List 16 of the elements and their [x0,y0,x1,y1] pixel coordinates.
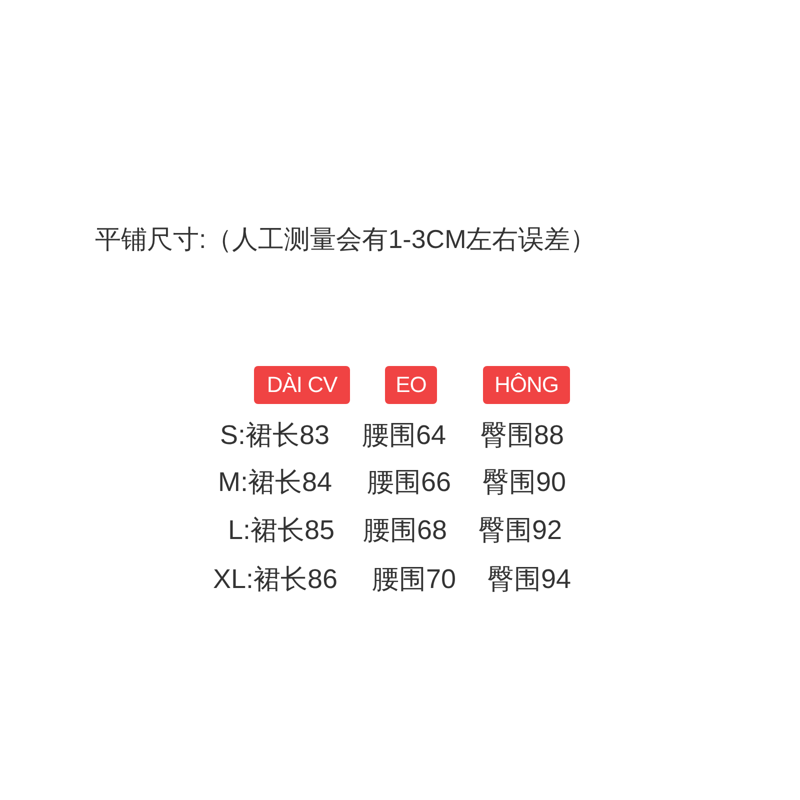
size-measurement: L:裙长85 [228,514,335,546]
size-measurement: 腰围64 [362,419,446,451]
size-measurement: S:裙长83 [220,419,330,451]
size-measurement: 腰围66 [367,466,452,498]
heading: 平铺尺寸:（人工测量会有1-3CM左右误差） [95,223,596,256]
column-tag: EO [385,366,437,404]
size-measurement: 臀围94 [487,563,572,595]
column-tag: DÀI CV [254,366,350,404]
size-measurement: M:裙长84 [218,466,332,498]
size-measurement: 臀围88 [480,419,564,451]
size-measurement: 腰围70 [372,563,456,595]
size-measurement: 腰围68 [363,514,448,546]
size-measurement: XL:裙长86 [213,563,338,595]
size-measurement: 臀围92 [478,514,562,546]
size-measurement: 臀围90 [482,466,566,498]
column-tag: HÔNG [483,366,570,404]
